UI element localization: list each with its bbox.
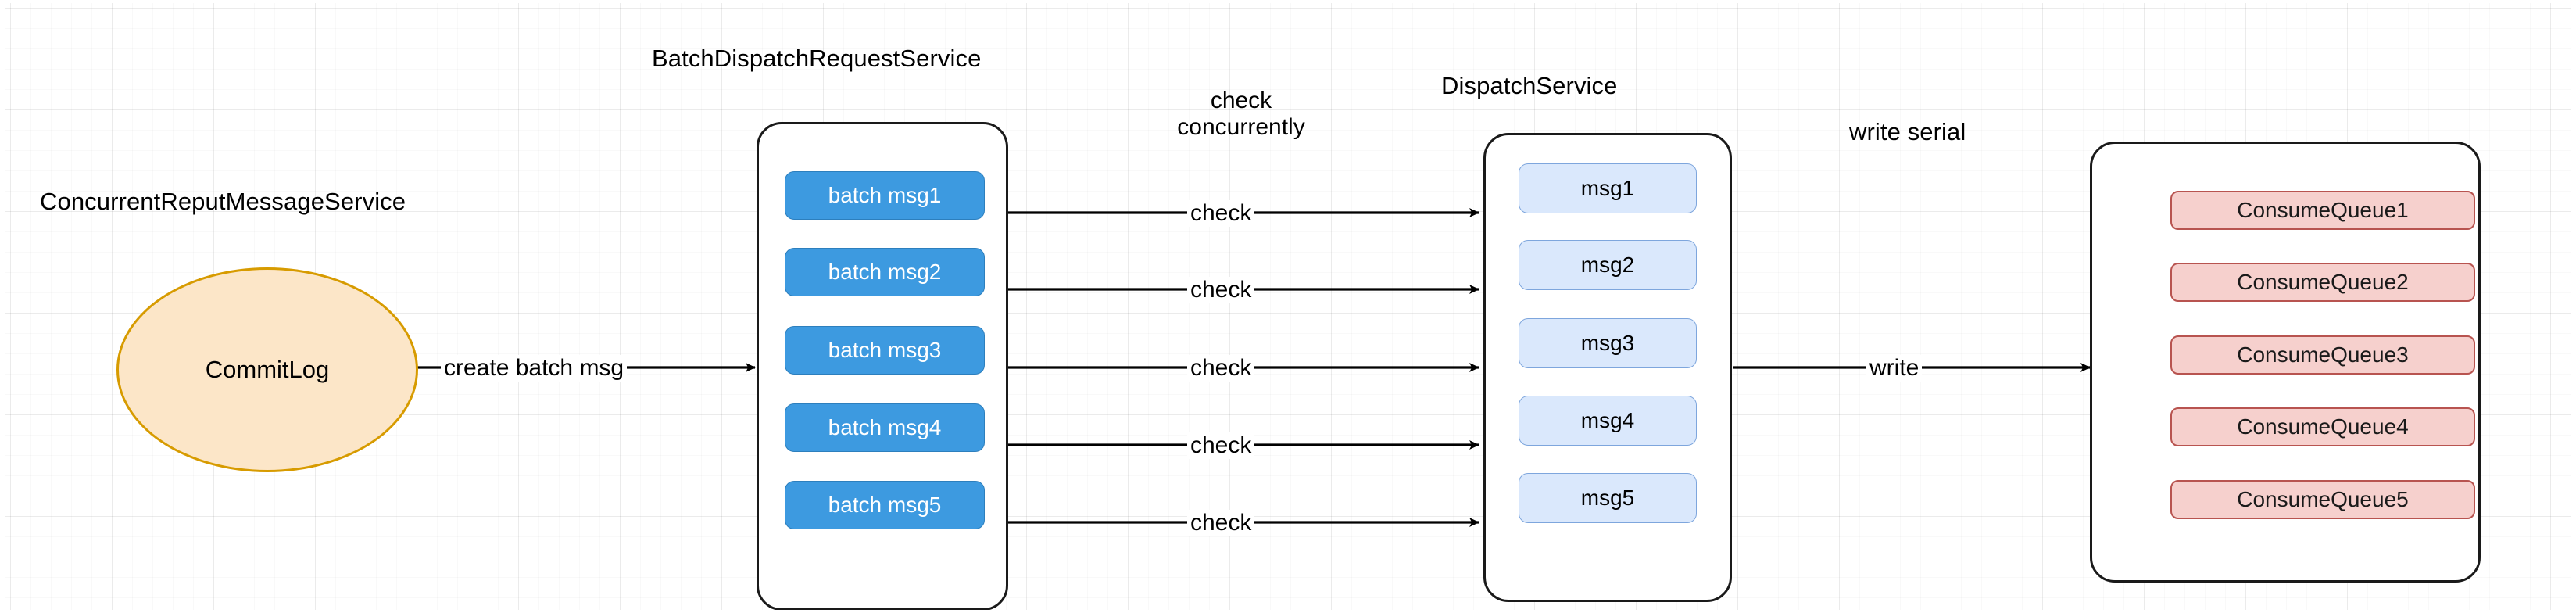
- batch-msg-chip-5[interactable]: batch msg5: [785, 481, 985, 529]
- msg-label-1: msg1: [1580, 176, 1635, 200]
- batch-msg-chip-1[interactable]: batch msg1: [785, 171, 985, 220]
- page-title-concurrent-reput-message-service: ConcurrentReputMessageService: [40, 188, 406, 215]
- batch-msg-label-4: batch msg4: [828, 415, 942, 439]
- consume-queue-chip-2[interactable]: ConsumeQueue2: [2170, 263, 2475, 302]
- msg-chip-3[interactable]: msg3: [1519, 318, 1697, 368]
- consume-queue-chip-4[interactable]: ConsumeQueue4: [2170, 407, 2475, 446]
- msg-label-3: msg3: [1580, 331, 1635, 355]
- edge-label-check-concurrently-line1: check: [1210, 88, 1272, 113]
- msg-chip-4[interactable]: msg4: [1519, 396, 1697, 446]
- page-title-batch-dispatch-request-service: BatchDispatchRequestService: [652, 45, 982, 72]
- commitlog-label: CommitLog: [205, 356, 330, 383]
- edge-label-write-serial: write serial: [1849, 118, 1966, 145]
- edge-label-create-batch-msg: create batch msg: [441, 355, 628, 382]
- edge-label-check-concurrently: check concurrently: [1140, 88, 1343, 140]
- consume-queue-label-3: ConsumeQueue3: [2237, 342, 2409, 367]
- batch-msg-chip-3[interactable]: batch msg3: [785, 326, 985, 375]
- batch-msg-chip-2[interactable]: batch msg2: [785, 248, 985, 296]
- consume-queue-chip-1[interactable]: ConsumeQueue1: [2170, 191, 2475, 230]
- edge-label-write: write: [1866, 355, 1923, 382]
- msg-chip-5[interactable]: msg5: [1519, 473, 1697, 523]
- msg-label-5: msg5: [1580, 486, 1635, 510]
- batch-msg-chip-4[interactable]: batch msg4: [785, 403, 985, 452]
- msg-label-2: msg2: [1580, 253, 1635, 277]
- consume-queue-label-1: ConsumeQueue1: [2237, 198, 2409, 222]
- batch-msg-label-5: batch msg5: [828, 493, 942, 517]
- batch-dispatch-request-service-container: batch msg1 batch msg2 batch msg3 batch m…: [757, 122, 1008, 610]
- batch-msg-label-3: batch msg3: [828, 338, 942, 362]
- commitlog-node[interactable]: CommitLog: [116, 267, 418, 472]
- consume-queue-container: ConsumeQueue1 ConsumeQueue2 ConsumeQueue…: [2090, 142, 2481, 583]
- msg-label-4: msg4: [1580, 408, 1635, 432]
- batch-msg-label-2: batch msg2: [828, 260, 942, 284]
- edge-label-check-1: check: [1187, 200, 1255, 227]
- msg-chip-2[interactable]: msg2: [1519, 240, 1697, 290]
- consume-queue-label-4: ConsumeQueue4: [2237, 414, 2409, 439]
- batch-msg-label-1: batch msg1: [828, 183, 942, 207]
- edge-label-check-3: check: [1187, 355, 1255, 382]
- consume-queue-chip-5[interactable]: ConsumeQueue5: [2170, 480, 2475, 519]
- dispatch-service-container: msg1 msg2 msg3 msg4 msg5: [1483, 133, 1732, 602]
- consume-queue-chip-3[interactable]: ConsumeQueue3: [2170, 335, 2475, 375]
- edge-label-check-2: check: [1187, 277, 1255, 303]
- page-title-dispatch-service: DispatchService: [1441, 72, 1618, 99]
- msg-chip-1[interactable]: msg1: [1519, 163, 1697, 213]
- edge-label-check-concurrently-line2: concurrently: [1177, 113, 1305, 140]
- edge-label-check-4: check: [1187, 432, 1255, 459]
- consume-queue-label-2: ConsumeQueue2: [2237, 270, 2409, 294]
- edge-label-check-5: check: [1187, 510, 1255, 536]
- consume-queue-label-5: ConsumeQueue5: [2237, 487, 2409, 511]
